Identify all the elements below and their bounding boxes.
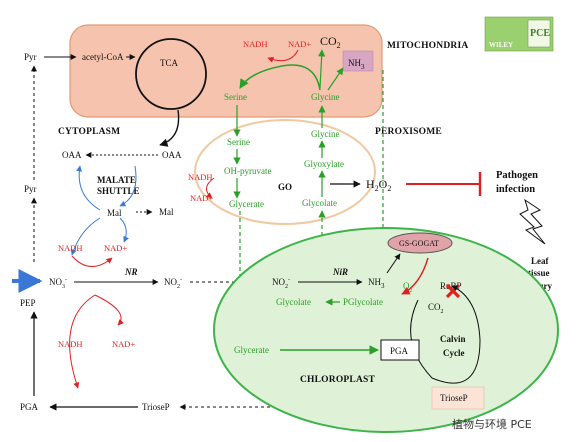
pyr-top-label: Pyr <box>24 52 37 62</box>
mal-to-nadh-blue-arrow <box>119 217 129 243</box>
nh3-box <box>342 50 374 72</box>
rubp-to-pglycolate-red-arrow <box>401 257 429 295</box>
glycine-to-serine-arrow <box>239 64 321 91</box>
mal-to-oaa-blue-arrow <box>76 165 101 211</box>
oaa-left-label: OAA <box>62 150 82 160</box>
cyto-nad-plus-upper-label: NAD+ <box>104 243 127 253</box>
acetyl-coa-label: acetyl-CoA <box>82 52 124 62</box>
gs-gogat-label: GS-GOGAT <box>399 239 439 248</box>
mito-nh3-label: NH3 <box>348 58 365 71</box>
pep-label: PEP <box>20 298 36 308</box>
peroxisome-compartment <box>194 119 376 225</box>
chloro-glycolate-label: Glycolate <box>276 297 311 307</box>
svg-text:WILEY: WILEY <box>489 41 513 49</box>
pglycolate-label: PGlycolate <box>343 297 383 307</box>
calvin-label-1: Calvin <box>440 334 466 344</box>
chloro-co2-label: CO2 <box>428 302 444 315</box>
calvin-label-2: Cycle <box>443 348 465 358</box>
perox-glyoxylate-label: Glyoxylate <box>304 159 344 169</box>
go-label: GO <box>278 182 292 192</box>
mito-nadh-label: NADH <box>243 39 268 49</box>
mito-serine-label: Serine <box>224 92 247 102</box>
perox-glycolate-label: Glycolate <box>302 198 337 208</box>
tca-label: TCA <box>160 58 179 68</box>
rubp-label: RuBP <box>440 281 462 291</box>
perox-serine-label: Serine <box>227 137 250 147</box>
perox-oh-pyruvate-label: OH-pyruvate <box>224 166 271 176</box>
glycine-to-co2-arrow <box>318 49 326 89</box>
tca-to-oaa-arrow <box>159 109 180 147</box>
tca-cycle <box>135 38 207 110</box>
mitochondria-label: MITOCHONDRIA <box>387 41 468 51</box>
mito-glycine-label: Glycine <box>311 92 340 102</box>
chloro-glycerate-label: Glycerate <box>234 345 269 355</box>
h2o2-label: H2O2 <box>366 177 391 193</box>
cytoplasm-label: CYTOPLASM <box>58 127 120 137</box>
oaa-right-label: OAA <box>162 150 182 160</box>
oaa-to-mal-blue-arrow <box>119 165 137 207</box>
wiley-pce-logo: PCE WILEY <box>484 16 554 52</box>
chloro-nh3-label: NH3 <box>368 277 385 290</box>
perox-glycine-label: Glycine <box>311 129 340 139</box>
cyto-nadh-lower-label: NADH <box>58 339 83 349</box>
cyto-no2-label: NO2- <box>164 277 182 290</box>
glycine-to-nh3-arrow <box>327 67 344 91</box>
chloro-pga-label: PGA <box>390 346 409 356</box>
gs-gogat-enzyme <box>387 232 453 254</box>
chloro-no2-label: NO2- <box>272 277 290 290</box>
pga-label: PGA <box>20 402 39 412</box>
o2-label: O2 <box>403 281 413 294</box>
nh3-to-gs-gogat-arrow <box>386 253 401 274</box>
watermark-text: 植物与环境 PCE <box>452 417 532 431</box>
malate-shuttle-label-2: SHUTTLE <box>97 186 140 196</box>
cyto-triosep-label: TrioseP <box>142 402 170 412</box>
lightning-icon <box>519 198 546 245</box>
cyto-nad-plus-lower-label: NAD+ <box>112 339 135 349</box>
perox-nad-plus-label: NAD+ <box>190 193 213 203</box>
cyto-nad-lower-right-arrow <box>94 294 124 326</box>
mito-nad-arrow <box>267 49 299 63</box>
pathogen-label-1: Pathogen <box>496 170 538 181</box>
pathogen-label-2: infection <box>496 184 535 195</box>
chloroplast-compartment <box>213 227 559 433</box>
malate-shuttle-label-1: MALATE <box>97 175 136 185</box>
cyto-nad-lower-left-arrow <box>69 294 96 389</box>
perox-nad-arrow <box>205 177 215 199</box>
mito-co2-label: CO2 <box>320 34 341 50</box>
svg-text:PCE: PCE <box>530 28 550 39</box>
perox-nadh-label: NADH <box>188 172 213 182</box>
chloroplast-label: CHLOROPLAST <box>300 375 376 385</box>
cyto-nadh-upper-label: NADH <box>58 243 83 253</box>
mal-to-nad-blue-arrow <box>70 217 101 256</box>
mal-left-label: Mal <box>107 208 122 218</box>
pyr-mid-label: Pyr <box>24 184 37 194</box>
peroxisome-label: PEROXISOME <box>375 127 442 137</box>
nir-label: NiR <box>332 267 348 277</box>
perox-glycerate-label: Glycerate <box>229 199 264 209</box>
mito-nad-plus-label: NAD+ <box>288 39 311 49</box>
cyto-nad-upper-arrow <box>71 255 113 267</box>
nr-label: NR <box>124 267 138 277</box>
leaf-injury-label-2: tissue <box>528 268 550 278</box>
pga-box <box>380 339 420 361</box>
calvin-cycle-arrow <box>410 285 481 384</box>
chloro-triosep-label: TrioseP <box>440 393 468 403</box>
triosep-box <box>431 386 485 410</box>
leaf-injury-label-1: Leaf <box>531 256 549 266</box>
mal-right-label: Mal <box>159 207 174 217</box>
cyto-no3-label: NO3- <box>49 277 67 290</box>
